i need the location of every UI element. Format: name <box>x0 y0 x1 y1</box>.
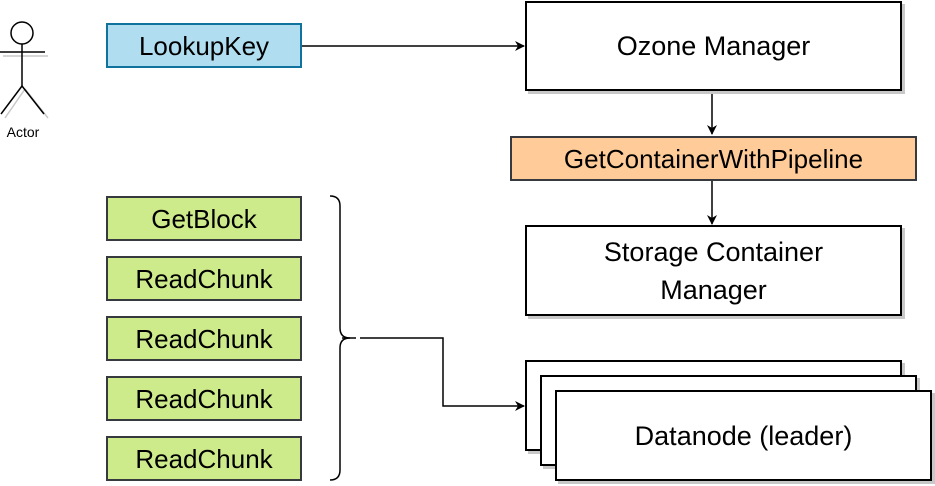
call-label: GetBlock <box>151 203 257 234</box>
call-label: ReadChunk <box>135 263 273 294</box>
ozone-manager-label: Ozone Manager <box>616 31 811 61</box>
call-label: ReadChunk <box>135 383 273 414</box>
call-box-readchunk[interactable]: ReadChunk <box>106 256 302 301</box>
call-box-readchunk[interactable]: ReadChunk <box>106 436 302 481</box>
scm-label-line1: Storage Container <box>603 236 824 267</box>
datanode-leader-label: Datanode (leader) <box>634 420 853 451</box>
get-container-with-pipeline-label: GetContainerWithPipeline <box>563 143 864 174</box>
actor-label: Actor <box>6 124 40 140</box>
call-label: ReadChunk <box>135 323 273 354</box>
get-container-with-pipeline-box[interactable]: GetContainerWithPipeline <box>510 136 917 181</box>
call-label: ReadChunk <box>135 443 273 474</box>
datanode-leader-box[interactable]: Datanode (leader) <box>555 390 932 481</box>
call-box-getblock[interactable]: GetBlock <box>106 196 302 241</box>
call-box-readchunk[interactable]: ReadChunk <box>106 376 302 421</box>
call-box-readchunk[interactable]: ReadChunk <box>106 316 302 361</box>
edge-calls-to-datanode <box>360 337 525 411</box>
actor-icon <box>0 21 49 119</box>
scm-label-line2: Manager <box>660 274 767 305</box>
brace-icon <box>329 195 351 481</box>
lookupkey-box[interactable]: LookupKey <box>106 23 302 68</box>
storage-container-manager-box[interactable]: Storage Container Manager <box>525 225 902 316</box>
lookupkey-label: LookupKey <box>138 30 270 61</box>
ozone-manager-box[interactable]: Ozone Manager <box>525 1 902 91</box>
